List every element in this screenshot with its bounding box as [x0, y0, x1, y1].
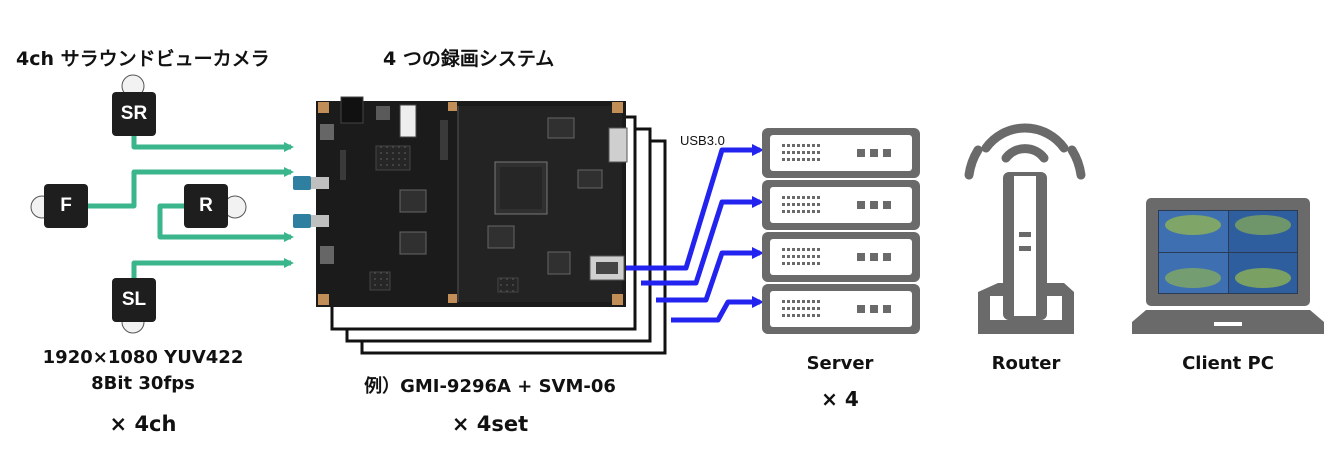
camera-sl-label: SL: [121, 289, 147, 310]
cameras-heading: 4ch サラウンドビューカメラ: [16, 48, 270, 70]
camera-sr-label: SR: [120, 103, 148, 124]
camera-spec-line1: 1920×1080 YUV422: [42, 347, 244, 368]
link-sr: [131, 136, 294, 152]
camera-r-label: R: [199, 195, 213, 216]
camera-spec-line2: 8Bit 30fps: [91, 373, 195, 394]
wifi-router-icon: [964, 123, 1086, 334]
usb-link-2: [641, 196, 764, 286]
usb-links: [626, 144, 764, 323]
server-label: Server: [806, 353, 874, 374]
recording-heading: 4 つの録画システム: [383, 48, 555, 70]
usb-link-3: [656, 247, 764, 303]
camera-f-label: F: [60, 195, 72, 216]
camera-spec-line3: × 4ch: [109, 412, 177, 436]
server-rack-icon: [762, 128, 920, 334]
router-label: Router: [991, 353, 1061, 374]
system-count-label: × 4set: [451, 412, 529, 436]
circuit-board-icon: [293, 96, 628, 307]
camera-links: [88, 136, 294, 278]
server-count-label: × 4: [821, 387, 859, 411]
laptop-icon: [1132, 198, 1324, 334]
camera-f-icon: [30, 184, 88, 228]
usb-label: USB3.0: [680, 133, 725, 148]
camera-r-icon: [184, 184, 247, 228]
system-model-label: 例）GMI-9296A + SVM-06: [364, 376, 616, 397]
client-pc-label: Client PC: [1182, 353, 1274, 374]
usb-link-4: [671, 296, 764, 323]
link-r: [157, 203, 294, 242]
camera-sl-icon: [112, 278, 156, 334]
link-sl: [131, 258, 294, 278]
link-f: [88, 167, 294, 209]
usb-link-1: [626, 144, 764, 271]
camera-sr-icon: [112, 74, 156, 136]
